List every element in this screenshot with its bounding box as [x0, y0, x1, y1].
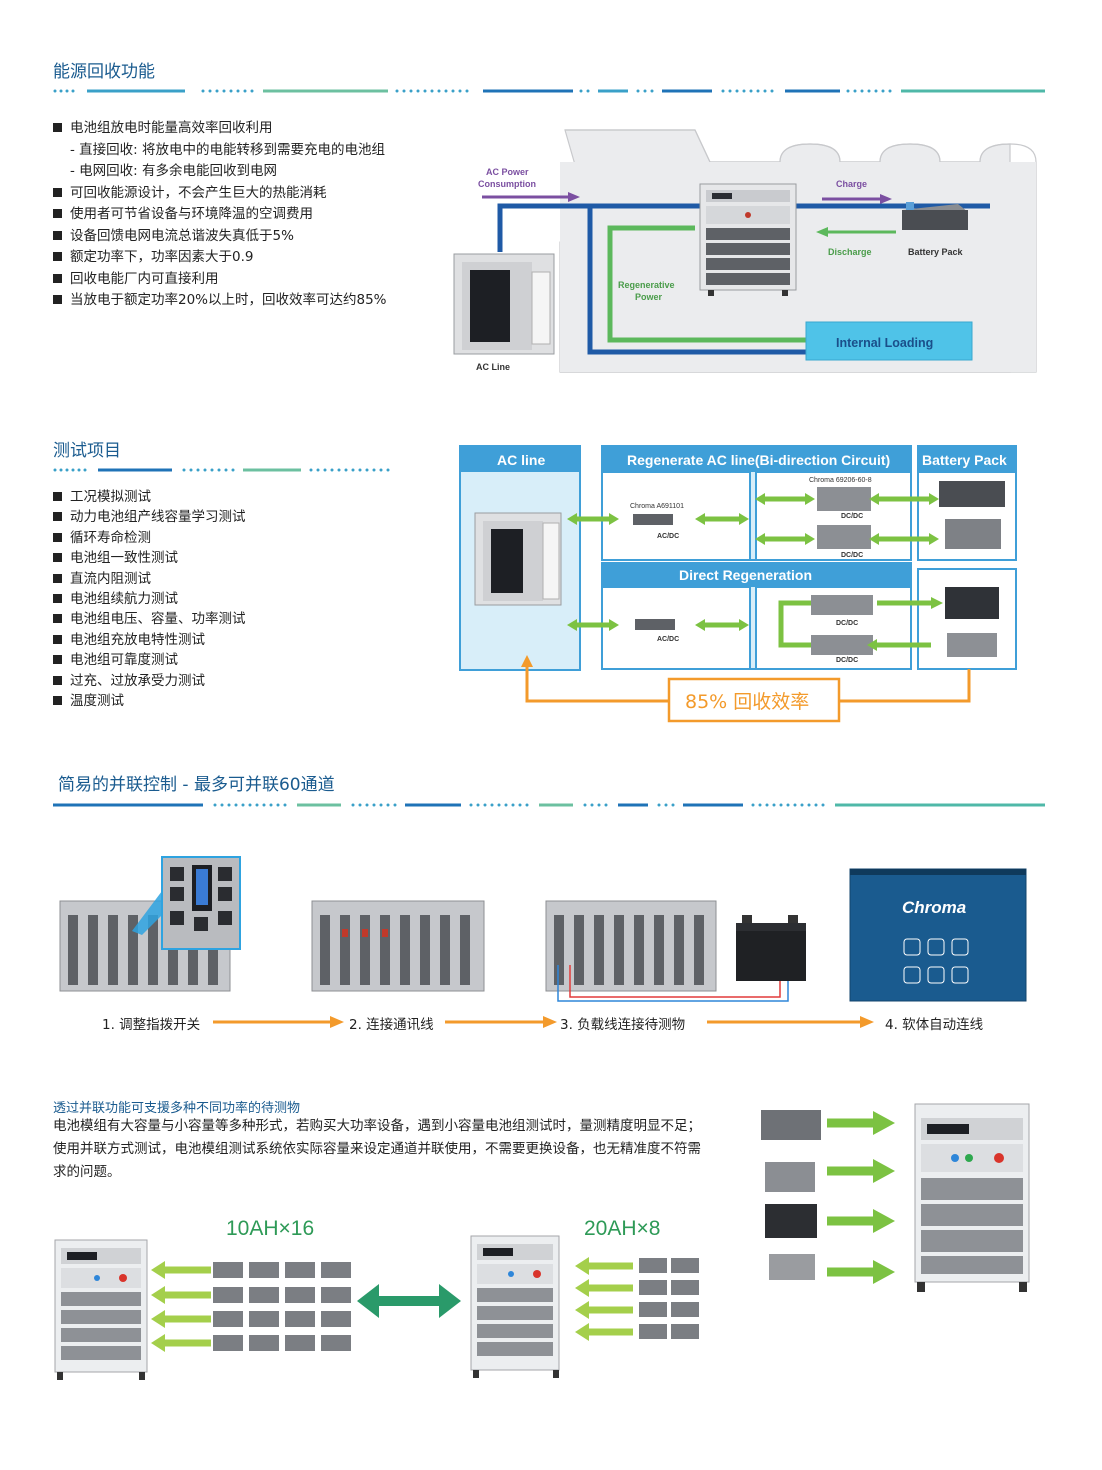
label-efficiency: 85% 回收效率 [685, 691, 809, 713]
box-title-direct-regen: Direct Regeneration [679, 567, 812, 583]
test-cabinet-icon [914, 1103, 1030, 1292]
label-dcdc-1: DC/DC [841, 513, 863, 520]
list-item: 电池组可靠度测试 [53, 650, 246, 670]
label-charge: Charge [836, 179, 867, 189]
list-item: 电池组放电时能量高效率回收利用 [53, 118, 387, 140]
label-dcdc-3: DC/DC [836, 620, 858, 627]
battery-pack-icon [939, 481, 1005, 507]
battery-cell-icon [769, 1254, 815, 1280]
label-chroma-a: Chroma A691101 [630, 503, 684, 510]
list-item: 温度测试 [53, 691, 246, 711]
list-item: - 电网回收: 有多余电能回收到电网 [70, 163, 278, 179]
battery-module-icon [945, 519, 1001, 549]
list-item: 电池组充放电特性测试 [53, 630, 246, 650]
step-arrows [213, 1016, 874, 1028]
step-4-label: 4. 软体自动连线 [885, 1017, 984, 1033]
test-cabinet-icon [699, 183, 797, 296]
step1-device [59, 856, 241, 992]
regeneration-block-diagram: AC line Regenerate AC line(Bi-direction … [459, 445, 1017, 723]
list-item: 可回收能源设计，不会产生巨大的热能消耗 [53, 183, 387, 205]
list-item: 电池组一致性测试 [53, 548, 246, 568]
list-item: 直流内阻测试 [53, 569, 246, 589]
box-title-regenerate: Regenerate AC line(Bi-direction Circuit) [627, 452, 890, 468]
step-2-label: 2. 连接通讯线 [349, 1017, 434, 1033]
label-dcdc-4: DC/DC [836, 657, 858, 664]
list-item: 当放电于额定功率20%以上时，回收效率可达约85% [53, 290, 387, 312]
list-item: 电池组续航力测试 [53, 589, 246, 609]
label-dcdc-2: DC/DC [841, 552, 863, 559]
software-screen: Chroma [849, 868, 1027, 1002]
label-internal-loading: Internal Loading [836, 336, 933, 350]
battery-pack-icon [761, 1110, 821, 1140]
box-title-ac-line: AC line [497, 452, 545, 468]
section-title-parallel-control: 简易的并联控制 - 最多可并联60通道 [58, 775, 335, 795]
section-title-test-items: 测试项目 [53, 441, 121, 461]
energy-recovery-diagram: AC Power Consumption Charge Discharge Ba… [453, 129, 1037, 373]
battery-cell-icon [947, 633, 997, 657]
energy-feature-list: 电池组放电时能量高效率回收利用 - 直接回收: 将放电中的电能转移到需要充电的电… [53, 118, 387, 312]
battery-block-icon [765, 1204, 817, 1238]
double-arrow-icon [357, 1284, 461, 1318]
list-item: 电池组电压、容量、功率测试 [53, 609, 246, 629]
label-battery-pack: Battery Pack [908, 247, 964, 257]
list-item: - 直接回收: 将放电中的电能转移到需要充电的电池组 [70, 141, 386, 158]
label-acdc: AC/DC [657, 533, 679, 540]
list-item: 过充、过放承受力测试 [53, 671, 246, 691]
test-cabinet-icon [54, 1239, 148, 1380]
list-item: 额定功率下，功率因素大于0.9 [53, 247, 387, 269]
step2-device [311, 900, 485, 992]
battery-pack-icon [902, 202, 968, 230]
section-title-energy-recovery: 能源回收功能 [53, 62, 155, 82]
label-10ah-x16: 10AH×16 [226, 1217, 315, 1240]
parallel-support-title: 透过并联功能可支援多种不同功率的待测物 [53, 1101, 301, 1116]
test-cabinet-icon [470, 1235, 560, 1378]
list-item: 使用者可节省设备与环境降温的空调费用 [53, 204, 387, 226]
list-item: 动力电池组产线容量学习测试 [53, 507, 246, 527]
test-items-list: 工况模拟测试 动力电池组产线容量学习测试 循环寿命检测 电池组一致性测试 直流内… [53, 487, 246, 711]
label-ac-power: AC Power [486, 167, 529, 177]
parallel-steps-illustration: Chroma [59, 856, 1027, 1002]
chroma-logo: Chroma [902, 898, 966, 917]
label-ac-line: AC Line [476, 362, 510, 372]
ac-panel-icon [474, 512, 562, 606]
label-acdc-2: AC/DC [657, 636, 679, 643]
section3-divider [53, 803, 1045, 807]
step3-device [545, 900, 806, 1002]
ac-line-cabinet-icon [453, 253, 555, 355]
label-20ah-x8: 20AH×8 [584, 1217, 661, 1240]
multi-dut-illustration [761, 1103, 1030, 1292]
battery-block-icon [945, 587, 999, 619]
step-3-label: 3. 负载线连接待测物 [560, 1017, 686, 1033]
car-battery-icon [736, 923, 806, 981]
label-chroma-b: Chroma 69206-60-8 [809, 477, 872, 484]
parallel-support-body: 电池模组有大容量与小容量等多种形式，若购买大功率设备，遇到小容量电池组测试时，量… [53, 1118, 701, 1180]
label-consumption: Consumption [478, 179, 536, 189]
list-item: 设备回馈电网电流总谐波失真低于5% [53, 226, 387, 248]
battery-cell-grid-a [213, 1262, 351, 1351]
list-item: 循环寿命检测 [53, 528, 246, 548]
box-title-battery-pack: Battery Pack [922, 452, 1007, 468]
battery-module-icon [765, 1162, 815, 1192]
section2-divider [53, 468, 390, 472]
parallel-capacity-illustration [54, 1235, 699, 1380]
section1-divider [53, 89, 1045, 93]
step-1-label: 1. 调整指拨开关 [102, 1017, 201, 1033]
label-discharge: Discharge [828, 247, 872, 257]
battery-cell-grid-b [639, 1258, 699, 1339]
list-item: 回收电能厂内可直接利用 [53, 269, 387, 291]
label-regenerative: Regenerative [618, 280, 675, 290]
label-power: Power [635, 292, 663, 302]
list-item: 工况模拟测试 [53, 487, 246, 507]
